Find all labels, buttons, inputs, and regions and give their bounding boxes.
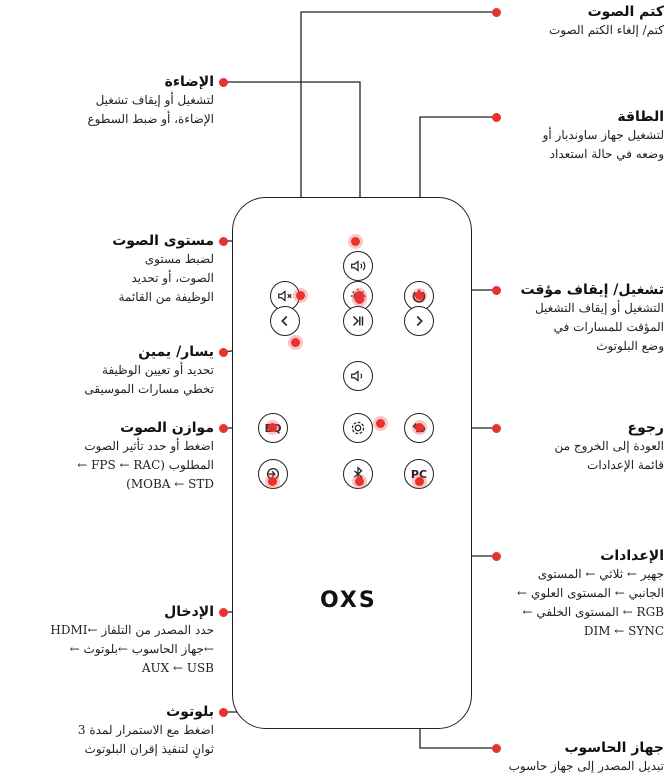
label-leftright: يسار/ يمين تحديد أو تعيين الوظيفة تخطي م… — [4, 343, 214, 399]
play-pause-icon — [352, 315, 364, 327]
dot-leftright — [291, 338, 300, 347]
label-playpause-title: تشغيل/ إيقاف مؤقت — [520, 282, 664, 298]
chevron-left-icon — [281, 315, 288, 327]
gear-icon — [351, 421, 365, 435]
dot-bluetooth — [355, 477, 364, 486]
label-mute: كتم الصوت كتم/ إلغاء الكتم الصوت — [508, 3, 664, 40]
label-dot-pc — [492, 744, 501, 753]
speaker-loud-icon — [351, 260, 366, 272]
label-dot-input — [219, 608, 228, 617]
volume-up-button[interactable] — [343, 251, 373, 281]
label-bluetooth: بلوتوث اضغط مع الاستمرار لمدة 3 ثوانٍ لت… — [4, 703, 214, 759]
label-dot-settings — [492, 552, 501, 561]
label-input: الإدخال حدد المصدر من التلفاز ←HDMI ←جها… — [0, 603, 214, 678]
label-bluetooth-line-1: اضغط مع الاستمرار لمدة 3 — [77, 723, 214, 737]
bluetooth-button[interactable] — [343, 459, 373, 489]
label-input-line-2: ←جهاز الحاسوب ←بلوتوث ← — [69, 642, 214, 656]
label-eq-line-1: اضغط أو حدد تأثير الصوت — [84, 439, 214, 453]
brand-logo: OXS — [320, 588, 377, 613]
label-pc-line-1: تبديل المصدر إلى جهاز حاسوب — [508, 759, 664, 773]
dot-power — [415, 291, 424, 300]
label-settings-line-2: الجانبي ← المستوى العلوي ← — [517, 586, 664, 600]
speaker-low-icon — [351, 370, 363, 382]
label-back-title: رجوع — [627, 420, 665, 436]
dot-mute — [296, 291, 305, 300]
dot-pc — [415, 477, 424, 486]
label-playpause: تشغيل/ إيقاف مؤقت التشغيل أو إيقاف التشغ… — [508, 281, 664, 356]
label-dot-playpause — [492, 286, 501, 295]
label-bluetooth-title: بلوتوث — [166, 704, 214, 720]
label-input-line-3: AUX ← USB — [141, 661, 214, 675]
bluetooth-icon — [353, 466, 363, 482]
label-input-line-1: حدد المصدر من التلفاز ←HDMI — [50, 623, 214, 637]
label-power-line-1: لتشغيل جهاز ساوندبار أو — [542, 128, 664, 142]
label-pc-title: جهاز الحاسوب — [564, 740, 664, 756]
label-dot-mute — [492, 8, 501, 17]
left-button[interactable] — [270, 306, 300, 336]
chevron-right-icon — [416, 315, 423, 327]
volume-down-button[interactable] — [343, 361, 373, 391]
label-light-line-1: لتشغيل أو إيقاف تشغيل — [95, 93, 214, 107]
label-playpause-line-2: المؤقت للمسارات في — [553, 320, 664, 334]
label-eq-line-2: المطلوب (FPS ← RAC ← — [77, 458, 214, 472]
speaker-mute-icon — [278, 290, 292, 302]
label-dot-back — [492, 424, 501, 433]
pc-button-label: PC — [410, 467, 428, 481]
label-dot-eq — [219, 424, 228, 433]
label-pc: جهاز الحاسوب تبديل المصدر إلى جهاز حاسوب — [470, 739, 664, 776]
label-back-line-2: قائمة الإعدادات — [587, 458, 664, 472]
label-volume-title: مستوى الصوت — [112, 233, 214, 249]
label-light: الإضاءة لتشغيل أو إيقاف تشغيل الإضاءة، أ… — [4, 73, 215, 129]
label-volume: مستوى الصوت لضبط مستوى الصوت، أو تحديد ا… — [4, 232, 214, 307]
label-eq-line-3: MOBA ← STD) — [126, 477, 214, 491]
label-settings-line-1: جهير ← ثلاثي ← المستوى — [537, 567, 664, 581]
label-volume-line-2: الصوت، أو تحديد — [131, 271, 214, 285]
dot-input — [268, 477, 277, 486]
label-settings-line-4: DIM ← SYNC — [583, 624, 664, 638]
label-light-title: الإضاءة — [164, 74, 214, 90]
label-settings-title: الإعدادات — [600, 548, 664, 564]
label-volume-line-1: لضبط مستوى — [144, 252, 214, 266]
label-leftright-title: يسار/ يمين — [138, 344, 214, 360]
label-power-line-2: وضعه في حالة استعداد — [549, 147, 664, 161]
label-settings: الإعدادات جهير ← ثلاثي ← المستوى الجانبي… — [498, 547, 664, 641]
eq-button[interactable]: EQ — [258, 413, 288, 443]
label-playpause-line-3: وضع البلوتوث — [596, 339, 664, 353]
settings-button[interactable] — [343, 413, 373, 443]
label-leftright-line-1: تحديد أو تعيين الوظيفة — [102, 363, 214, 377]
label-eq-title: موازن الصوت — [120, 420, 214, 436]
label-back: رجوع العودة إلى الخروج من قائمة الإعدادا… — [508, 419, 664, 475]
label-leftright-line-2: تخطي مسارات الموسيقى — [84, 382, 214, 396]
dot-settings — [376, 419, 385, 428]
label-bluetooth-line-2: ثوانٍ لتنفيذ إقران البلوتوث — [84, 742, 214, 756]
right-button[interactable] — [404, 306, 434, 336]
label-back-line-1: العودة إلى الخروج من — [554, 439, 664, 453]
dot-playpause — [355, 295, 364, 304]
dot-eq — [268, 423, 277, 432]
dot-volume — [351, 237, 360, 246]
label-settings-line-3: RGB ← المستوى الخلفي ← — [522, 605, 664, 619]
label-input-title: الإدخال — [164, 604, 214, 620]
label-power-title: الطاقة — [617, 109, 664, 125]
label-dot-power — [492, 113, 501, 122]
label-dot-volume — [219, 237, 228, 246]
play-pause-button[interactable] — [343, 306, 373, 336]
dot-back — [415, 423, 424, 432]
label-volume-line-3: الوظيفة من القائمة — [118, 290, 214, 304]
label-eq: موازن الصوت اضغط أو حدد تأثير الصوت المط… — [4, 419, 214, 494]
label-power: الطاقة لتشغيل جهاز ساوندبار أو وضعه في ح… — [508, 108, 664, 164]
label-mute-line-1: كتم/ إلغاء الكتم الصوت — [548, 23, 664, 37]
label-mute-title: كتم الصوت — [587, 4, 664, 20]
label-dot-leftright — [219, 348, 228, 357]
label-dot-light — [219, 78, 228, 87]
label-light-line-2: الإضاءة، أو ضبط السطوع — [87, 112, 215, 126]
label-playpause-line-1: التشغيل أو إيقاف التشغيل — [534, 301, 664, 315]
label-dot-bluetooth — [219, 708, 228, 717]
